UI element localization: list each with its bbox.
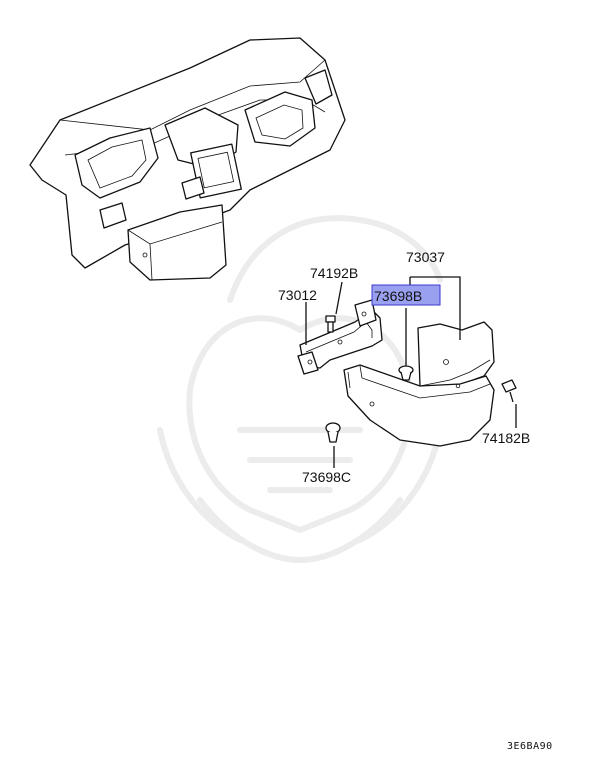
dashboard-assembly bbox=[29, 37, 346, 281]
bolt-74192b bbox=[325, 315, 336, 333]
clip-73698c bbox=[325, 422, 341, 443]
label-74182b: 74182B bbox=[482, 430, 530, 446]
label-74192b: 74192B bbox=[310, 265, 358, 281]
leader-lines bbox=[305, 276, 517, 468]
clip-73698b bbox=[398, 365, 414, 381]
bracket-73012 bbox=[297, 299, 383, 375]
screw-74182b bbox=[501, 379, 517, 403]
figure-code: 3E6BA90 bbox=[507, 741, 553, 752]
cover-73037 bbox=[343, 321, 495, 447]
label-73698c: 73698C bbox=[302, 469, 351, 485]
label-73698b: 73698B bbox=[374, 288, 422, 304]
label-73012: 73012 bbox=[278, 287, 317, 303]
watermark-emblem bbox=[157, 215, 443, 563]
highlight-box bbox=[371, 284, 441, 306]
label-73037: 73037 bbox=[406, 249, 445, 265]
